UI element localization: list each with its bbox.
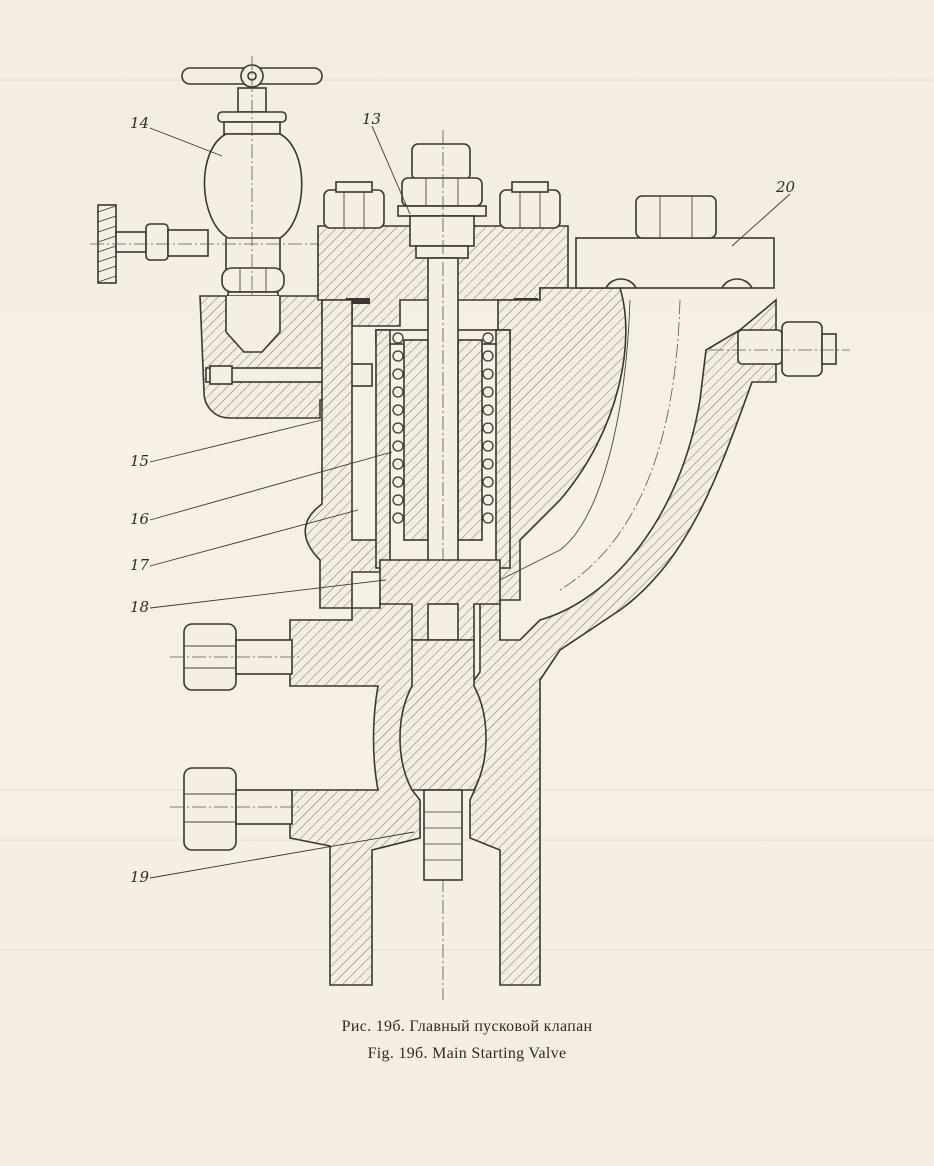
label-14: 14 [130,114,149,132]
label-18: 18 [130,598,149,616]
spring-left [392,332,404,524]
valve-drawing: 13 14 15 16 17 18 19 20 [0,56,934,1000]
side-bolts [170,623,300,851]
label-15: 15 [130,452,149,470]
piston-assembly [375,130,511,1000]
label-20: 20 [775,178,796,196]
paper-rules [0,79,934,951]
label-17: 17 [130,556,150,574]
label-17-group: 17 [130,509,359,574]
figure-caption-ru: Рис. 19б. Главный пусковой клапан [341,1018,593,1035]
label-13: 13 [362,110,381,128]
left-side-block [199,295,373,419]
label-19: 19 [130,868,150,886]
spring-right [482,332,494,524]
label-16-group: 16 [130,451,393,528]
label-13-group: 13 [362,110,411,215]
figure-caption-en: Fig. 19б. Main Starting Valve [367,1045,567,1062]
label-19-group: 19 [130,831,415,886]
label-18-group: 18 [130,579,387,616]
label-14-group: 14 [130,114,223,157]
label-15-group: 15 [130,419,323,470]
label-16: 16 [130,510,150,528]
label-20-group: 20 [731,178,796,247]
